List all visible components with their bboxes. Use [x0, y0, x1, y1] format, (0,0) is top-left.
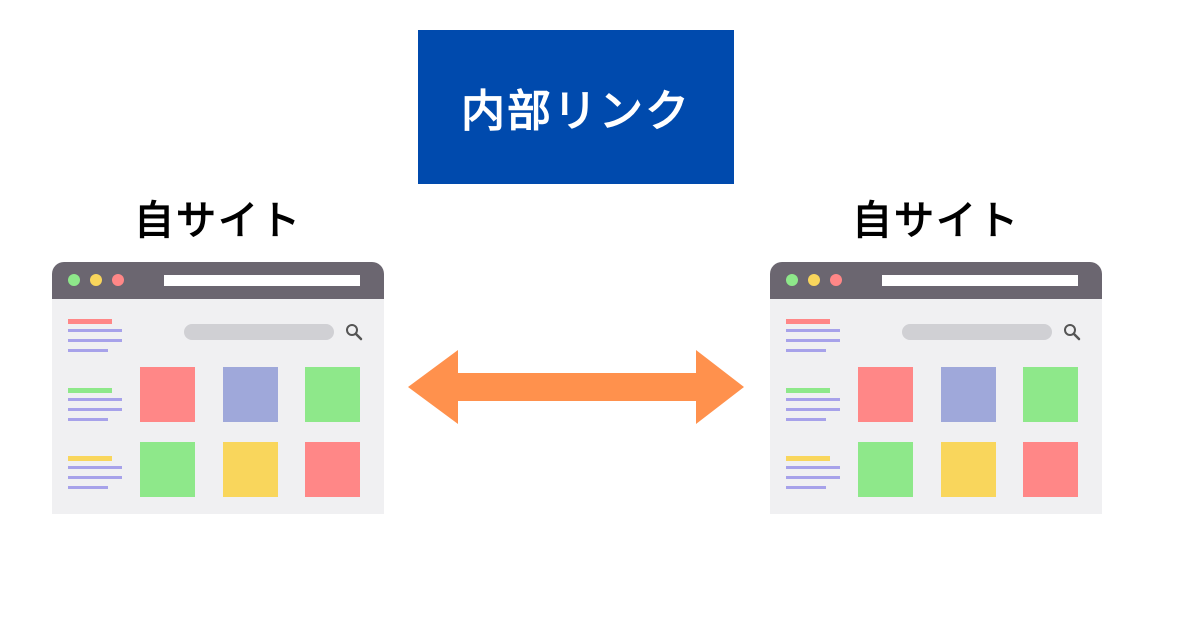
- left-browser-illustration: [52, 262, 384, 514]
- browser-titlebar: [52, 262, 384, 299]
- content-tile-red: [1023, 442, 1078, 497]
- nav-line: [68, 339, 122, 342]
- nav-line: [786, 329, 840, 332]
- window-dot-yellow-icon: [808, 274, 820, 286]
- nav-line: [68, 486, 108, 489]
- window-dot-green-icon: [786, 274, 798, 286]
- double-arrow-shape: [408, 350, 744, 424]
- nav-line: [68, 329, 122, 332]
- content-tile-green: [1023, 367, 1078, 422]
- window-dot-yellow-icon: [90, 274, 102, 286]
- search-icon: [1064, 324, 1081, 341]
- nav-line: [68, 398, 122, 401]
- nav-heading-red: [786, 319, 830, 324]
- nav-line: [786, 339, 840, 342]
- nav-line: [68, 418, 108, 421]
- nav-line: [68, 349, 108, 352]
- content-tile-yellow: [941, 442, 996, 497]
- right-site-label: 自サイト: [852, 198, 1020, 244]
- double-arrow-icon: [408, 350, 744, 424]
- url-bar: [882, 275, 1078, 286]
- nav-line: [786, 476, 840, 479]
- nav-line: [786, 408, 840, 411]
- content-tile-red: [858, 367, 913, 422]
- url-bar: [164, 275, 360, 286]
- content-tile-red: [305, 442, 360, 497]
- nav-line: [786, 466, 840, 469]
- nav-line: [786, 349, 826, 352]
- title-box: 内部リンク: [418, 30, 734, 184]
- window-dot-red-icon: [830, 274, 842, 286]
- nav-line: [68, 466, 122, 469]
- search-icon: [346, 324, 363, 341]
- content-tile-green: [140, 442, 195, 497]
- nav-line: [68, 476, 122, 479]
- window-dot-green-icon: [68, 274, 80, 286]
- content-tile-yellow: [223, 442, 278, 497]
- nav-heading-green: [68, 388, 112, 393]
- title-text: 内部リンク: [461, 86, 691, 137]
- nav-heading-yellow: [786, 456, 830, 461]
- nav-heading-green: [786, 388, 830, 393]
- content-tile-green: [305, 367, 360, 422]
- search-bar: [902, 324, 1052, 340]
- browser-content: [770, 299, 1102, 514]
- search-bar: [184, 324, 334, 340]
- window-dot-red-icon: [112, 274, 124, 286]
- browser-titlebar: [770, 262, 1102, 299]
- content-tile-blue: [223, 367, 278, 422]
- content-tile-blue: [941, 367, 996, 422]
- nav-line: [786, 486, 826, 489]
- content-tile-green: [858, 442, 913, 497]
- nav-heading-red: [68, 319, 112, 324]
- right-browser-illustration: [770, 262, 1102, 514]
- browser-content: [52, 299, 384, 514]
- nav-line: [786, 418, 826, 421]
- nav-line: [786, 398, 840, 401]
- nav-heading-yellow: [68, 456, 112, 461]
- content-tile-red: [140, 367, 195, 422]
- nav-line: [68, 408, 122, 411]
- left-site-label: 自サイト: [134, 198, 302, 244]
